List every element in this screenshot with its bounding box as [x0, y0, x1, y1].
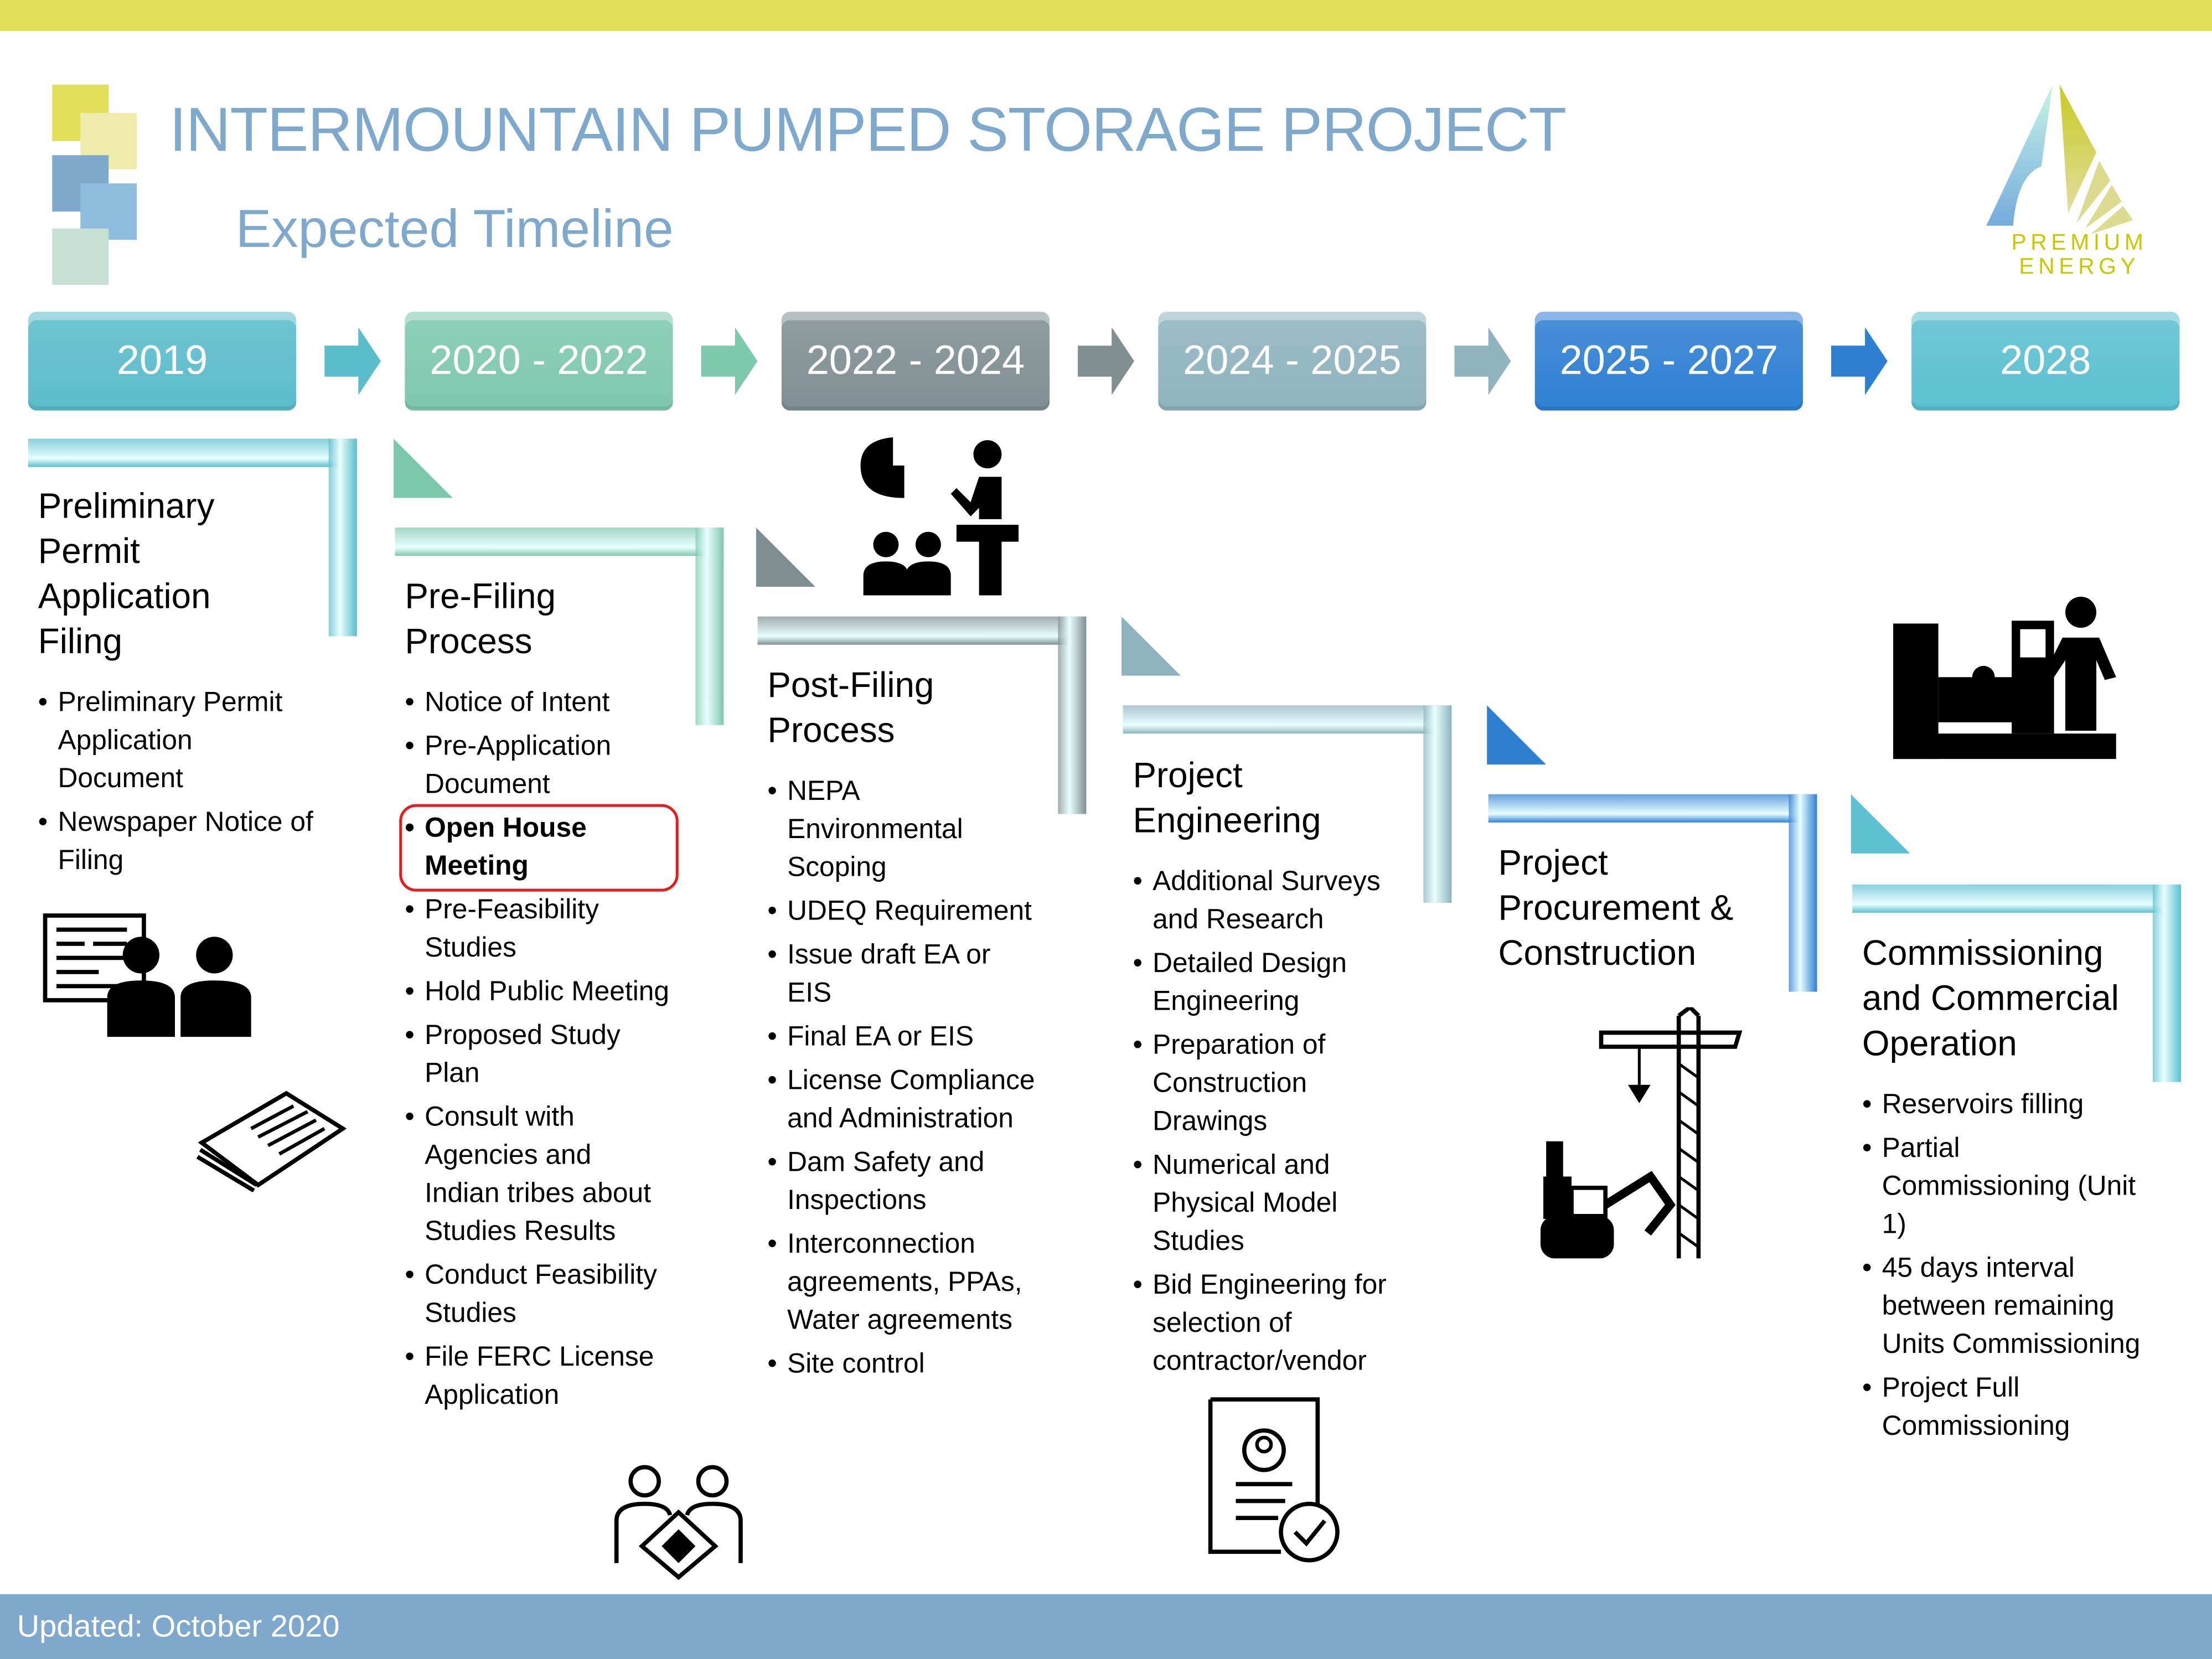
arrow-right-icon [1078, 327, 1134, 395]
bullet-item: Site control [767, 1346, 1035, 1384]
bullet-item: Proposed Study Plan [405, 1017, 673, 1093]
year-box-1: 2019 [28, 312, 297, 411]
phase-bullets: Additional Surveys and ResearchDetailed … [1133, 864, 1415, 1381]
year-label: 2025 - 2027 [1559, 338, 1779, 383]
arrow-right-icon [1831, 327, 1888, 395]
bullet-item: Interconnection agreements, PPAs, Water … [767, 1226, 1035, 1340]
bullet-item: Consult with Agencies and Indian tribes … [405, 1099, 673, 1251]
phase-bullets: Preliminary Permit Application DocumentN… [38, 684, 313, 880]
year-label: 2022 - 2024 [806, 338, 1025, 383]
generator-operator-icon [1893, 597, 2116, 759]
bullet-item: Conduct Feasibility Studies [405, 1257, 673, 1334]
bullet-item: Hold Public Meeting [405, 973, 673, 1011]
year-box-6: 2028 [1911, 312, 2180, 411]
bullet-item: Pre-Feasibility Studies [405, 892, 673, 968]
year-box-5: 2025 - 2027 [1534, 312, 1803, 411]
bullet-item: 45 days interval between remaining Units… [1862, 1250, 2144, 1364]
construction-crane-icon [1540, 1007, 1743, 1259]
bullet-item: Issue draft EA or EIS [767, 937, 1035, 1013]
phase-column: Project Procurement & Construction [1498, 841, 1781, 996]
logo-text-line2: ENERGY [2019, 255, 2140, 280]
year-label: 2024 - 2025 [1183, 338, 1402, 383]
bullet-item: Final EA or EIS [767, 1019, 1035, 1057]
logo-text: PREMIUM ENERGY [1995, 231, 2164, 280]
premium-energy-logo: PREMIUM ENERGY [1975, 82, 2173, 287]
bullet-item: Reservoirs filling [1862, 1086, 2144, 1124]
triangle-marker-icon [756, 528, 816, 587]
phase-column: Commissioning and Commercial OperationRe… [1862, 931, 2144, 1451]
phase-column: Preliminary Permit Application FilingPre… [38, 484, 313, 886]
phase-heading: Pre-Filing Process [405, 577, 556, 662]
phase-heading: Post-Filing Process [767, 665, 934, 751]
phase-bullets: NEPA Environmental ScopingUDEQ Requireme… [767, 773, 1035, 1384]
bullet-item: Newspaper Notice of Filing [38, 804, 313, 881]
bullet-item: Additional Surveys and Research [1133, 864, 1415, 940]
certified-document-icon [1208, 1397, 1340, 1563]
year-box-4: 2024 - 2025 [1158, 312, 1427, 411]
newspaper-icon [196, 1091, 347, 1192]
arrow-right-icon [1454, 327, 1511, 395]
bullet-item: Notice of Intent [405, 684, 673, 722]
logo-text-line1: PREMIUM [2011, 231, 2148, 256]
bullet-item: Project Full Commissioning [1862, 1370, 2144, 1446]
permit-document-people-icon [43, 913, 251, 1037]
bullet-item: Pre-Application Document [405, 728, 673, 804]
bullet-item: License Compliance and Administration [767, 1062, 1035, 1139]
updated-date: Updated: October 2020 [17, 1608, 340, 1644]
bullet-item: Numerical and Physical Model Studies [1133, 1147, 1415, 1261]
triangle-marker-icon [1121, 616, 1181, 676]
triangle-marker-icon [1487, 705, 1547, 765]
presentation-meeting-icon [860, 437, 1019, 596]
arrow-right-icon [324, 327, 381, 395]
logo-mark-icon [1986, 84, 2133, 235]
bullet-item: Bid Engineering for selection of contrac… [1133, 1267, 1415, 1381]
handshake-agreement-icon [614, 1465, 743, 1580]
bullet-item: Dam Safety and Inspections [767, 1144, 1035, 1221]
top-accent-bar [0, 0, 2212, 32]
page-title: INTERMOUNTAIN PUMPED STORAGE PROJECT [169, 96, 1567, 166]
bullet-item: NEPA Environmental Scoping [767, 773, 1035, 887]
arrow-right-icon [701, 327, 758, 395]
phase-column: Pre-Filing ProcessNotice of IntentPre-Ap… [399, 574, 679, 1420]
phase-column: Post-Filing ProcessNEPA Environmental Sc… [767, 663, 1035, 1389]
phase-column: Project EngineeringAdditional Surveys an… [1133, 753, 1415, 1387]
year-label: 2019 [116, 338, 208, 383]
phase-heading: Project Engineering [1133, 756, 1321, 841]
bullet-item: Partial Commissioning (Unit 1) [1862, 1130, 2144, 1244]
triangle-marker-icon [394, 438, 453, 498]
highlighted-bullet: Open House Meeting [399, 804, 679, 892]
bullet-item: File FERC License Application [405, 1339, 673, 1415]
triangle-marker-icon [1851, 794, 1910, 854]
phase-heading: Project Procurement & Construction [1498, 844, 1734, 974]
page-subtitle: Expected Timeline [235, 200, 674, 260]
bullet-item: UDEQ Requirement [767, 893, 1035, 931]
year-box-3: 2022 - 2024 [781, 312, 1050, 411]
bullet-item: Preliminary Permit Application Document [38, 684, 313, 798]
year-label: 2028 [2000, 338, 2091, 383]
phase-bullets: Reservoirs fillingPartial Commissioning … [1862, 1086, 2144, 1446]
phase-heading: Preliminary Permit Application Filing [38, 487, 215, 662]
footer-bar: Updated: October 2020 [0, 1594, 2212, 1659]
bullet-item: Preparation of Construction Drawings [1133, 1027, 1415, 1141]
year-label: 2020 - 2022 [430, 338, 648, 383]
phase-heading: Commissioning and Commercial Operation [1862, 934, 2119, 1064]
year-box-2: 2020 - 2022 [405, 312, 673, 411]
phase-bullets: Notice of IntentPre-Application Document… [399, 684, 679, 1415]
bullet-item: Detailed Design Engineering [1133, 945, 1415, 1021]
